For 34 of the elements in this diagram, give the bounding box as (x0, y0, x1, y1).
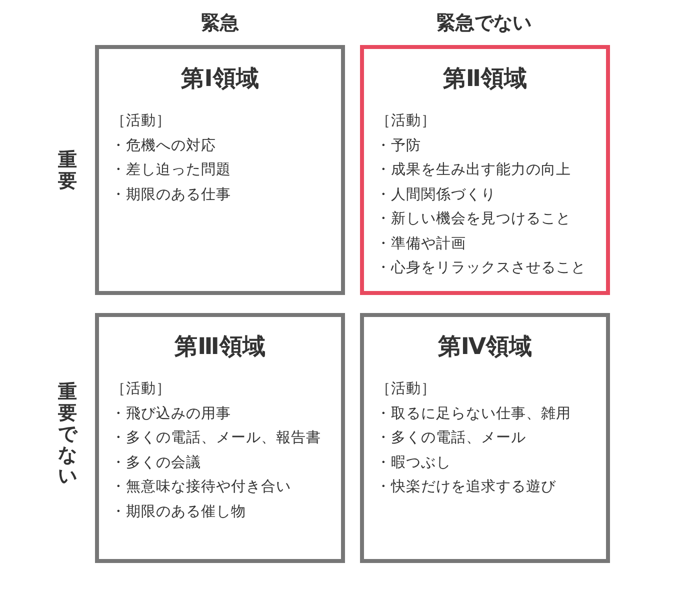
quadrant-title: 第Ⅲ領域 (174, 333, 266, 362)
section-label: ［活動］ (376, 380, 436, 398)
list-item: ・成果を生み出す能力の向上 (376, 161, 571, 179)
list-item: ・予防 (376, 136, 421, 154)
quadrant-box (360, 313, 610, 563)
quadrant-title: 第Ⅰ領域 (180, 65, 260, 94)
section-label: ［活動］ (111, 112, 171, 130)
quadrant-box (95, 45, 345, 295)
section-label: ［活動］ (111, 380, 171, 398)
list-item: ・準備や計画 (376, 234, 466, 252)
list-item: ・暇つぶし (376, 454, 451, 472)
list-item: ・差し迫った問題 (111, 161, 231, 179)
list-item: ・飛び込みの用事 (111, 404, 231, 422)
quadrant-box (95, 313, 345, 563)
section-label: ［活動］ (376, 112, 436, 130)
quadrant-box (360, 45, 610, 295)
list-item: ・無意味な接待や付き合い (111, 478, 291, 496)
list-item: ・快楽だけを追求する遊び (376, 478, 556, 496)
list-item: ・多くの会議 (111, 454, 201, 472)
list-item: ・多くの電話、メール、報告書 (111, 429, 321, 447)
column-header: 緊急 (201, 11, 239, 36)
list-item: ・心身をリラックスさせること (376, 258, 586, 277)
row-header: 重要でない (58, 382, 77, 486)
list-item: ・多くの電話、メール (376, 429, 526, 447)
list-item: ・期限のある仕事 (111, 186, 231, 204)
list-item: ・取るに足らない仕事、雑用 (376, 404, 571, 422)
list-item: ・人間関係づくり (376, 186, 496, 204)
list-item: ・期限のある催し物 (111, 502, 246, 520)
quadrant-title: 第Ⅳ領域 (436, 333, 534, 362)
row-header: 重要 (58, 150, 77, 192)
quadrant-title: 第Ⅱ領域 (442, 65, 528, 94)
list-item: ・危機への対応 (111, 136, 216, 154)
list-item: ・新しい機会を見つけること (376, 210, 571, 228)
column-header: 緊急でない (436, 11, 532, 36)
